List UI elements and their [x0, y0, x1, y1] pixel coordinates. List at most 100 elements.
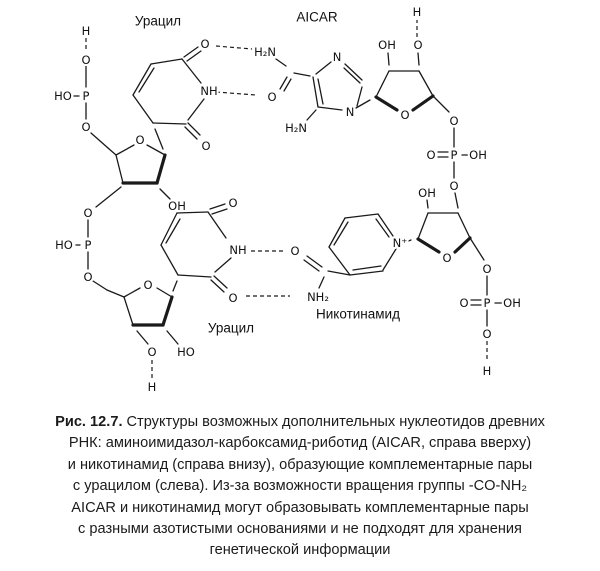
- atom-label: H: [148, 380, 157, 394]
- atom-label: H: [82, 24, 91, 38]
- wedge-bond: [155, 153, 167, 185]
- atom-label: O: [228, 196, 237, 210]
- atom-label: O: [459, 296, 468, 310]
- bond: [469, 237, 485, 261]
- bond: [181, 58, 202, 84]
- caption-line: AICAR и никотинамид могут образовывать к…: [17, 498, 583, 519]
- atom-label: HO: [55, 238, 73, 252]
- bond: [176, 211, 209, 214]
- figure-caption: Рис. 12.7.Структуры возможных дополнител…: [17, 412, 583, 562]
- atom-label: NH: [200, 84, 217, 98]
- atom-label: O: [413, 38, 422, 52]
- atom-label: O: [200, 37, 209, 51]
- bond: [152, 122, 187, 125]
- bond: [211, 208, 228, 215]
- bond: [187, 98, 205, 121]
- atom-label: N: [333, 50, 342, 64]
- bond: [92, 280, 108, 291]
- bond: [166, 330, 179, 345]
- atom-label: O: [449, 179, 458, 193]
- atom-label: OH: [469, 148, 487, 162]
- bond: [275, 58, 287, 67]
- atom-label: P: [83, 89, 90, 103]
- atom-label: O: [267, 90, 276, 104]
- caption-text: генетической информации: [209, 542, 391, 559]
- bond: [417, 212, 429, 240]
- bond: [156, 287, 173, 298]
- bond: [426, 199, 429, 209]
- bond: [150, 58, 183, 65]
- atom-label: OH: [418, 186, 436, 200]
- bond: [417, 52, 420, 66]
- caption-text: с урацилом (слева). Из-за возможности вр…: [72, 478, 528, 495]
- bond: [315, 61, 332, 75]
- bond: [405, 239, 412, 243]
- bond: [432, 95, 450, 113]
- atom-label: H₂N: [254, 45, 276, 59]
- caption-line: генетической информации: [17, 540, 583, 561]
- atom-label: P: [451, 148, 458, 162]
- atom-label: O: [228, 291, 237, 305]
- caption-text: РНК: аминоимидазол-карбоксамид-риботид (…: [68, 435, 532, 452]
- molecule-label: Урацил: [135, 14, 181, 29]
- bond: [186, 50, 202, 62]
- bond: [454, 192, 459, 209]
- bond: [107, 147, 117, 156]
- bond: [132, 94, 154, 124]
- bond: [418, 70, 434, 97]
- atom-label: H₂N: [285, 121, 307, 135]
- atom-label: O: [83, 206, 92, 220]
- bond: [375, 218, 390, 238]
- bond: [187, 122, 201, 136]
- atom-label: O: [426, 148, 435, 162]
- atom-label: O: [147, 345, 156, 359]
- wedge-bond: [453, 236, 472, 254]
- atom-label: N⁺: [393, 236, 408, 250]
- bond: [377, 213, 394, 237]
- bond: [306, 255, 323, 268]
- bond: [115, 144, 135, 156]
- bond: [159, 188, 171, 200]
- bond: [146, 144, 166, 156]
- bond: [382, 248, 397, 271]
- bond: [210, 279, 225, 293]
- caption-text: Структуры возможных дополнительных нукле…: [126, 414, 545, 430]
- atom-label: OH: [168, 199, 186, 213]
- bond: [355, 99, 371, 109]
- atom-label: NH₂: [307, 290, 329, 304]
- caption-text: с разными азотистыми основаниями и не по…: [78, 521, 522, 538]
- caption-text: и никотинамид (справа внизу), образующие…: [67, 456, 533, 473]
- bond: [184, 126, 198, 140]
- bond: [132, 63, 152, 96]
- bond: [123, 296, 134, 326]
- bond: [138, 67, 155, 93]
- molecule-label: Урацил: [208, 321, 254, 336]
- bond: [283, 78, 292, 92]
- atom-label: O: [290, 244, 299, 258]
- bond: [303, 259, 320, 272]
- bond: [172, 280, 178, 292]
- bond: [293, 72, 311, 77]
- bond: [90, 132, 109, 149]
- atom-label: O: [400, 108, 409, 122]
- atom-label: NH: [229, 243, 246, 257]
- bond: [343, 67, 361, 84]
- bond: [352, 265, 382, 271]
- bond: [356, 86, 363, 107]
- bond: [214, 257, 232, 273]
- atom-label: O: [135, 133, 144, 147]
- atom-label: O: [482, 262, 491, 276]
- caption-line: и никотинамид (справа внизу), образующие…: [17, 455, 583, 476]
- bond: [207, 211, 227, 239]
- bond: [123, 287, 141, 298]
- figure-number: Рис. 12.7.: [55, 414, 123, 430]
- wedge-bond: [416, 237, 441, 254]
- caption-line: с урацилом (слева). Из-за возможности вр…: [17, 476, 583, 497]
- atom-label: O: [201, 139, 210, 153]
- atom-label: N: [346, 105, 355, 119]
- atom-label: O: [482, 327, 491, 341]
- atom-label: O: [143, 278, 152, 292]
- molecule-label: AICAR: [296, 10, 338, 25]
